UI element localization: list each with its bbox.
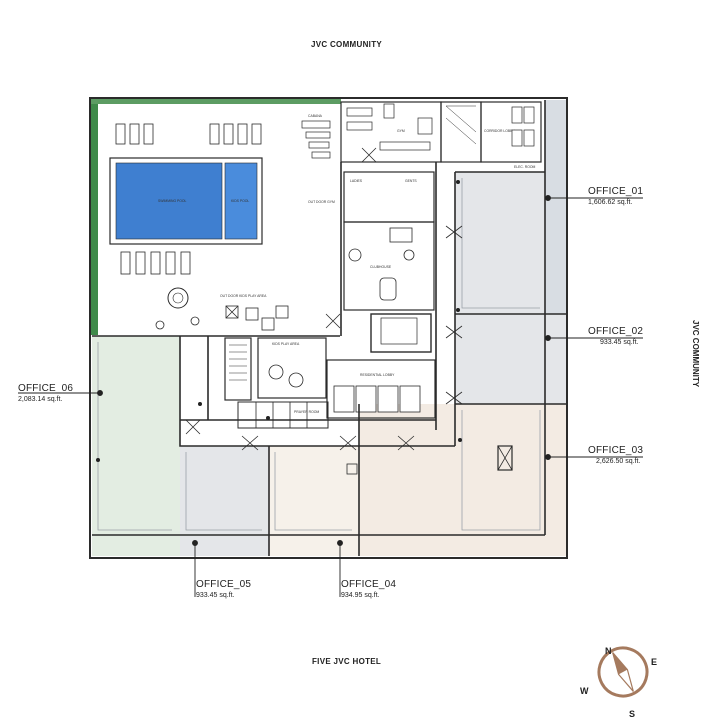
- office-03-area[interactable]: [359, 404, 567, 556]
- kids-indoor-label: KIDS PLAY AREA: [272, 342, 300, 346]
- office-02-area[interactable]: [455, 314, 567, 404]
- office-03-name: OFFICE_03: [588, 445, 644, 456]
- service-core-top: [440, 101, 482, 163]
- landscape-strip-top: [91, 99, 341, 104]
- swimming-pool: [115, 162, 223, 240]
- swimming-pool-label: SWIMMING POOL: [158, 199, 187, 203]
- play-feature: [167, 287, 189, 309]
- office-05-area[interactable]: [180, 446, 269, 556]
- office-06-area-text: 2,083.14 sq.ft.: [18, 396, 63, 403]
- office-06-area[interactable]: [92, 336, 180, 556]
- office-05-area-text: 933.45 sq.ft.: [196, 592, 235, 599]
- clubhouse: [343, 221, 435, 311]
- office-04-name: OFFICE_04: [341, 579, 397, 590]
- outdoor-planters: [225, 305, 289, 331]
- internal-walls: [92, 100, 567, 556]
- residential-lobby-label: RESIDENTIAL LOBBY: [360, 373, 395, 377]
- office-04-area-text: 934.95 sq.ft.: [341, 592, 380, 599]
- compass-north: N: [605, 646, 612, 656]
- clubhouse-label: CLUBHOUSE: [370, 265, 392, 269]
- office-01-label[interactable]: OFFICE_01 1,606.62 sq.ft.: [588, 186, 643, 206]
- outdoor-gym-label: OUT DOOR GYM: [308, 200, 335, 204]
- office-01-strip: [545, 100, 567, 314]
- compass: [597, 646, 649, 698]
- play-seating: [155, 320, 165, 330]
- landscape-strip: [91, 99, 98, 335]
- door-swings: [185, 147, 463, 451]
- compass-east: E: [651, 657, 658, 667]
- office-02-label[interactable]: OFFICE_02 933.45 sq.ft.: [588, 326, 643, 346]
- gents-label: GENTS: [405, 179, 417, 183]
- gym-equipment: [346, 103, 433, 151]
- cabana-label: CABANA: [308, 114, 323, 118]
- compass-west: W: [580, 686, 589, 696]
- office-05-label[interactable]: OFFICE_05 933.45 sq.ft.: [196, 579, 251, 599]
- kids-indoor: [257, 337, 327, 399]
- elec-room-label: ELEC. ROOM: [514, 165, 535, 169]
- street-north-label: JVC COMMUNITY: [311, 40, 383, 49]
- office-02-name: OFFICE_02: [588, 326, 644, 337]
- gym-label: GYM: [397, 129, 405, 133]
- office-02-area-text: 933.45 sq.ft.: [600, 339, 639, 346]
- column-box: [497, 445, 513, 471]
- ladies-label: LADIES: [350, 179, 363, 183]
- cabana-units: [301, 120, 331, 159]
- lift-core: [370, 313, 432, 353]
- office-04-label[interactable]: OFFICE_04 934.95 sq.ft.: [341, 579, 396, 599]
- office-03-area-text: 2,626.50 sq.ft.: [596, 458, 641, 465]
- outdoor-kids-play-label: OUT DOOR KIDS PLAY AREA: [220, 294, 267, 298]
- office-01-area-text: 1,606.62 sq.ft.: [588, 199, 633, 206]
- residential-lobby: [326, 359, 436, 419]
- sun-loungers-top: [115, 123, 262, 145]
- sun-loungers-bottom: [120, 251, 191, 275]
- office-05-name: OFFICE_05: [196, 579, 252, 590]
- stair-core-west: [224, 337, 252, 401]
- street-south-label: FIVE JVC HOTEL: [312, 657, 382, 666]
- office-03-label[interactable]: OFFICE_03 2,626.50 sq.ft.: [588, 445, 643, 465]
- office-leaders: [18, 195, 643, 597]
- office-06-label[interactable]: OFFICE_06 2,083.14 sq.ft.: [18, 383, 73, 403]
- office-01-name: OFFICE_01: [588, 186, 644, 197]
- compass-south: S: [629, 709, 636, 719]
- pool-deck: [109, 157, 263, 245]
- office-06-name: OFFICE_06: [18, 383, 74, 394]
- kids-pool-label: KIDS POOL: [231, 199, 249, 203]
- office-04-area[interactable]: [269, 446, 359, 556]
- prayer-label: PRAYER ROOM: [294, 410, 319, 414]
- kids-pool: [224, 162, 258, 240]
- corridor-label: CORRIDOR LOBBY: [484, 129, 515, 133]
- building-outline: [89, 97, 568, 559]
